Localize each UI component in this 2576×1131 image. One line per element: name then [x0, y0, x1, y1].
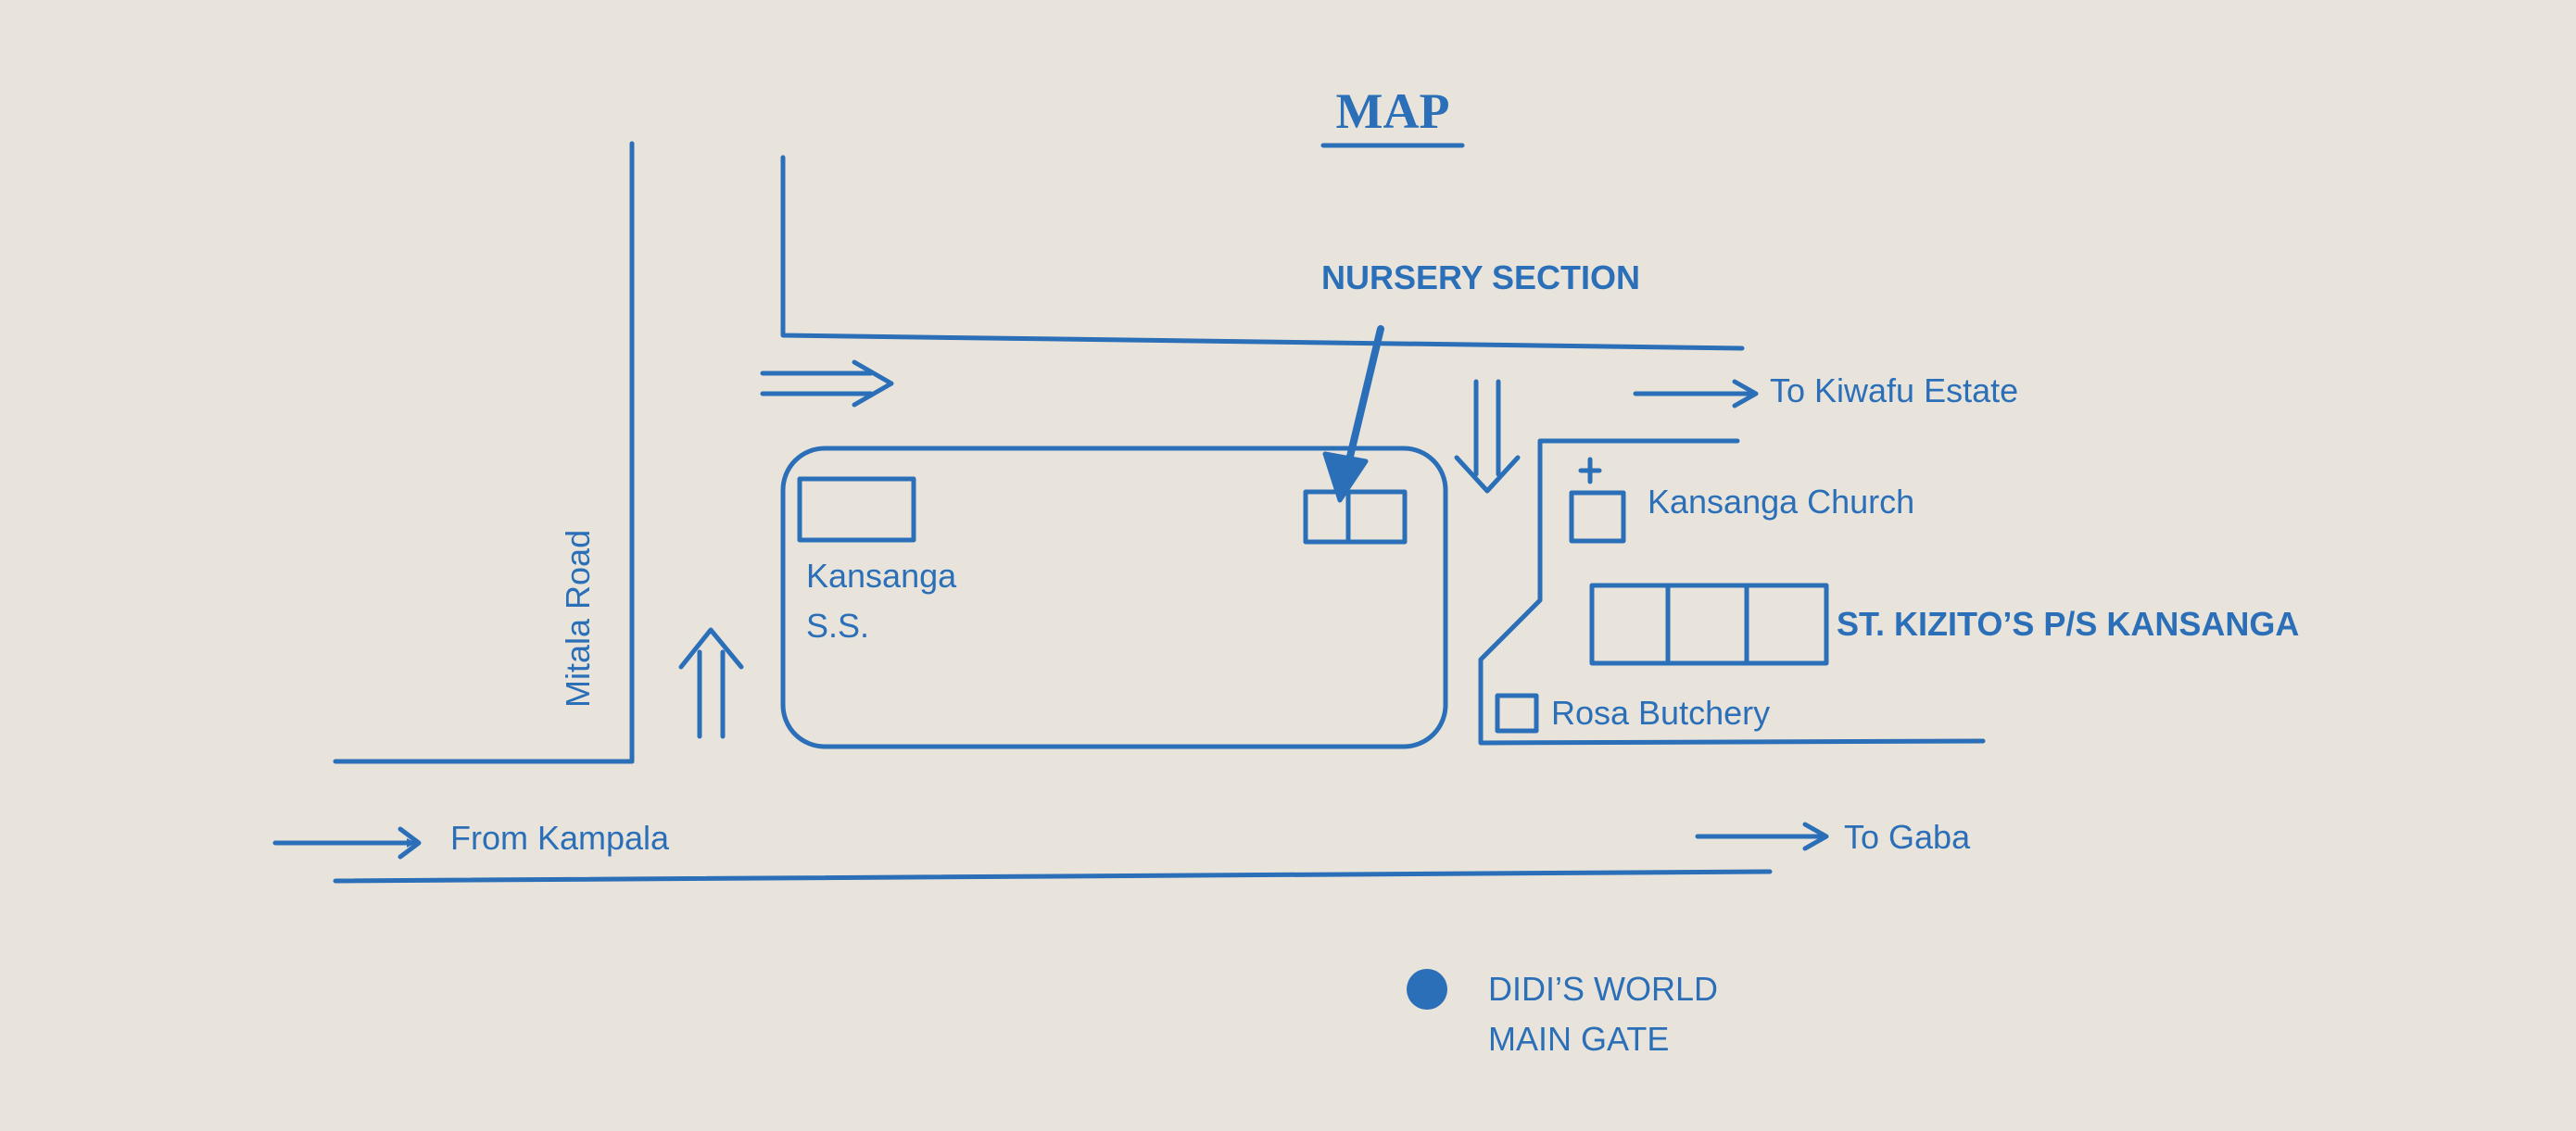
- right-block-outline: [1478, 438, 1986, 746]
- rosa-butchery-building: [1495, 693, 1539, 734]
- to-gaba-label: To Gaba: [1844, 818, 1971, 856]
- to-kiwafu-estate-label: To Kiwafu Estate: [1770, 371, 2018, 409]
- double-arrow-up: [678, 627, 744, 739]
- kansanga-ss-building: [797, 476, 916, 543]
- upper-road-line: [780, 155, 1745, 351]
- main-gate-label-line2: MAIN GATE: [1488, 1020, 1669, 1058]
- nursery-pointer-arrow: [1322, 325, 1384, 503]
- nursery-section-building: [1303, 489, 1408, 545]
- kansanga-church-building: [1569, 490, 1626, 544]
- cross-icon: [1578, 457, 1602, 484]
- st-kizitos-building: [1589, 583, 1829, 666]
- kansanga-ss-label-line2: S.S.: [806, 607, 869, 645]
- rosa-butchery-label: Rosa Butchery: [1551, 694, 1770, 732]
- nursery-section-label: NURSERY SECTION: [1321, 258, 1640, 296]
- map-title: MAP: [1336, 83, 1450, 139]
- st-kizitos-label: ST. KIZITO’S P/S KANSANGA: [1837, 605, 2299, 643]
- from-kampala-arrowhead: [398, 826, 422, 860]
- main-gate-label-line1: DIDI’S WORLD: [1488, 970, 1718, 1008]
- double-arrow-down: [1454, 379, 1521, 494]
- double-arrow-right: [760, 359, 894, 408]
- to-kiwafu-arrowhead: [1732, 379, 1759, 408]
- kansanga-ss-label-line1: Kansanga: [806, 557, 957, 595]
- to-gaba-arrowhead: [1802, 822, 1829, 851]
- main-gate-marker: [1407, 969, 1447, 1010]
- kansanga-church-label: Kansanga Church: [1648, 483, 1914, 521]
- main-road-south-edge: [333, 869, 1773, 884]
- kansanga-ss-block: [780, 446, 1448, 749]
- from-kampala-label: From Kampala: [450, 819, 670, 857]
- mitala-road-label: Mitala Road: [559, 530, 597, 708]
